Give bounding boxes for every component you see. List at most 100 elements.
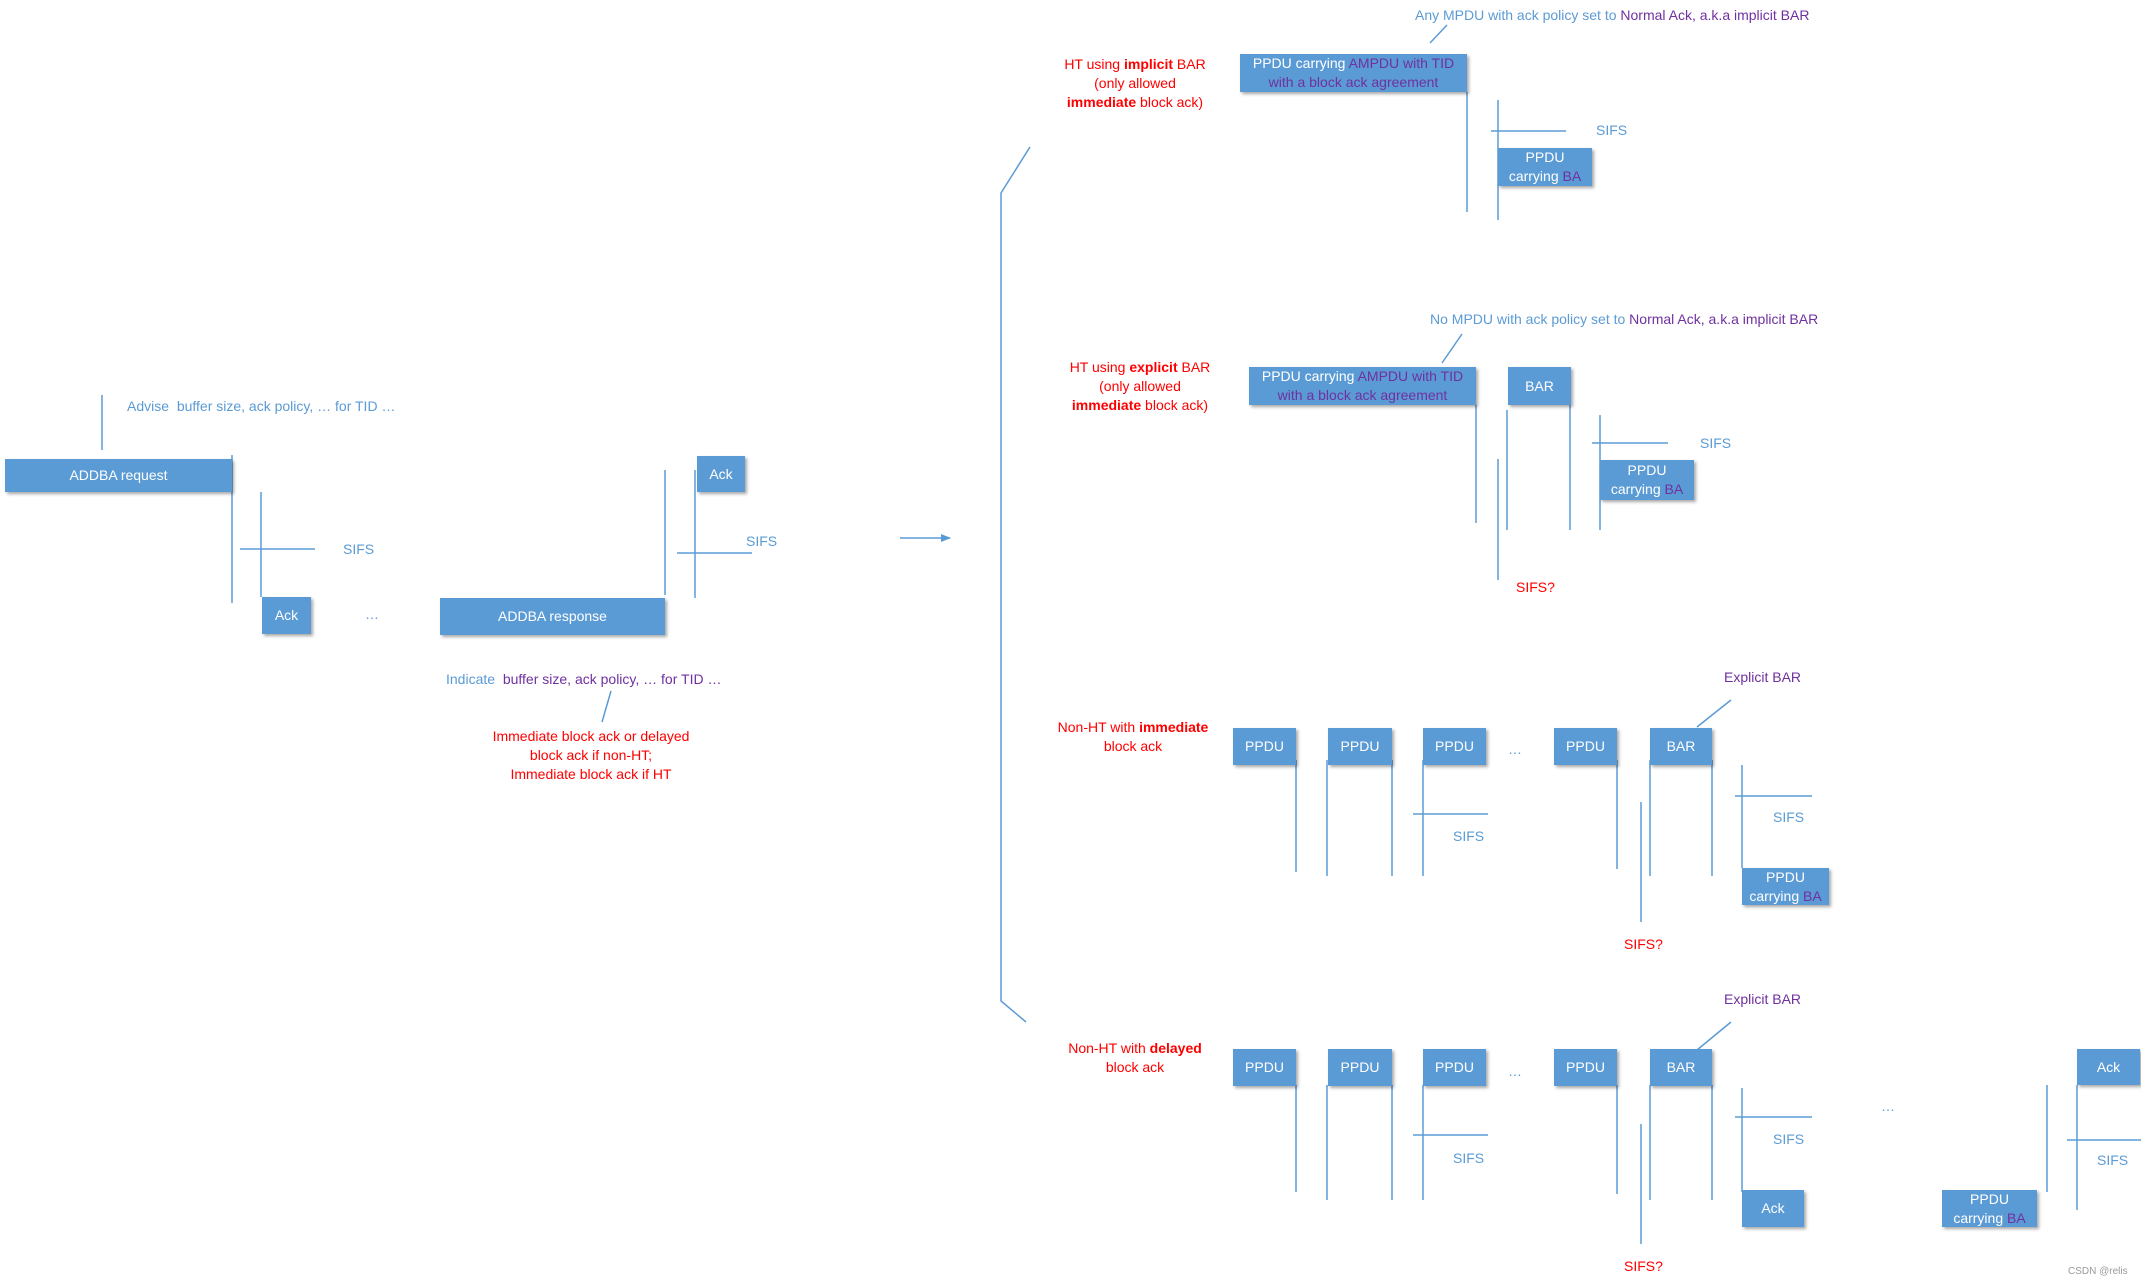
- ppdu-ba-box: PPDU carrying BA: [1742, 868, 1829, 905]
- sifs-question-label: SIFS?: [1516, 579, 1555, 595]
- note-line: Immediate block ack or delayed: [492, 728, 690, 744]
- label-text: (only allowed: [1094, 75, 1176, 91]
- box-highlight: BA: [1803, 887, 1822, 904]
- nonht-delayed-label: Non-HT with delayed block ack: [1040, 1039, 1230, 1077]
- box-text: PPDU: [1970, 1190, 2009, 1207]
- box-text: BAR: [1525, 377, 1554, 394]
- advise-prefix: Advise: [127, 398, 170, 414]
- ppdu-ampdu-box: PPDU carrying AMPDU with TID with a bloc…: [1240, 54, 1467, 92]
- explicit-bar-note: Explicit BAR: [1724, 991, 1802, 1007]
- ack-box: Ack: [697, 456, 745, 492]
- ppdu-box: PPDU: [1554, 728, 1617, 765]
- sifs-label: SIFS: [343, 541, 375, 557]
- ppdu-box: PPDU: [1328, 1049, 1392, 1086]
- box-text: PPDU: [1340, 1059, 1380, 1075]
- box-highlight: BA: [2007, 1209, 2026, 1226]
- box-text: carrying: [1508, 168, 1563, 184]
- box-text: carrying: [1749, 887, 1803, 904]
- bar-box: BAR: [1650, 728, 1712, 765]
- label-text: block ack: [1105, 1059, 1165, 1075]
- box-highlight: with a block ack agreement: [1268, 74, 1439, 90]
- indicate-note: Indicate buffer size, ack policy, … for …: [446, 670, 721, 689]
- advise-note: Advise buffer size, ack policy, … for TI…: [127, 397, 395, 416]
- nonht-immediate-label: Non-HT with immediate block ack: [1038, 718, 1228, 756]
- label-bold: immediate: [1066, 94, 1137, 110]
- explicit-top-note: No MPDU with ack policy set to Normal Ac…: [1430, 310, 1818, 329]
- label-bold: immediate: [1139, 719, 1209, 735]
- ppdu-box: PPDU: [1328, 728, 1392, 765]
- addba-request-box: ADDBA request: [5, 459, 232, 492]
- box-highlight: BA: [1664, 481, 1684, 497]
- ack-box: Ack: [262, 597, 311, 634]
- sifs-label: SIFS: [1700, 435, 1732, 451]
- label-bold: implicit: [1123, 56, 1173, 72]
- ellipsis: …: [365, 606, 379, 622]
- ack-label: Ack: [709, 465, 733, 482]
- box-highlight: AMPDU with TID: [1357, 368, 1464, 384]
- label-bold: explicit: [1129, 359, 1178, 375]
- sifs-question-label: SIFS?: [1624, 1258, 1663, 1274]
- ppdu-box: PPDU: [1423, 1049, 1486, 1086]
- sifs-label: SIFS: [1453, 828, 1485, 844]
- ppdu-ampdu-box: PPDU carrying AMPDU with TID with a bloc…: [1249, 367, 1476, 405]
- sifs-label: SIFS: [1596, 122, 1628, 138]
- ellipsis: …: [1508, 1063, 1522, 1079]
- sifs-label: SIFS: [1773, 809, 1805, 825]
- implicit-top-note: Any MPDU with ack policy set to Normal A…: [1415, 6, 1809, 25]
- box-text: PPDU: [1245, 1059, 1284, 1075]
- box-text: PPDU: [1435, 1059, 1474, 1075]
- ack-label: Ack: [274, 607, 299, 623]
- ellipsis: …: [1881, 1098, 1895, 1114]
- ppdu-box: PPDU: [1423, 728, 1486, 765]
- ack-box: Ack: [1742, 1190, 1804, 1227]
- box-text: carrying: [1610, 481, 1665, 497]
- box-text: PPDU: [1435, 738, 1474, 754]
- addba-request-label: ADDBA request: [69, 467, 168, 483]
- ellipsis: …: [1508, 741, 1522, 757]
- label-text: HT using: [1064, 56, 1124, 72]
- ack-box: Ack: [2077, 1049, 2140, 1085]
- bar-box: BAR: [1508, 367, 1571, 405]
- box-text: PPDU: [1566, 738, 1605, 754]
- box-text: PPDU: [1566, 1059, 1605, 1075]
- sifs-question-label: SIFS?: [1624, 936, 1663, 952]
- ppdu-box: PPDU: [1554, 1049, 1617, 1086]
- ppdu-ba-box: PPDU carrying BA: [1498, 148, 1592, 186]
- box-text: PPDU: [1245, 738, 1284, 754]
- label-text: Non-HT with: [1068, 1040, 1150, 1056]
- note-line: block ack if non-HT;: [529, 747, 653, 763]
- label-bold: delayed: [1149, 1040, 1202, 1056]
- bar-box: BAR: [1650, 1049, 1712, 1086]
- box-text: BAR: [1666, 1059, 1696, 1075]
- addba-response-box: ADDBA response: [440, 598, 665, 635]
- ppdu-ba-box: PPDU carrying BA: [1942, 1190, 2037, 1227]
- ppdu-box: PPDU: [1233, 1049, 1296, 1086]
- label-text: Non-HT with: [1057, 719, 1140, 735]
- note-line: Immediate block ack if HT: [510, 766, 672, 782]
- indicate-text: buffer size, ack policy, … for TID …: [502, 671, 722, 687]
- box-text: PPDU: [1525, 149, 1565, 165]
- label-text: block ack): [1136, 94, 1204, 110]
- note-highlight: Normal Ack, a.k.a implicit BAR: [1629, 311, 1819, 327]
- explicit-bar-label: HT using explicit BAR (only allowed imme…: [1025, 358, 1255, 415]
- box-highlight: with a block ack agreement: [1277, 387, 1448, 403]
- label-bold: immediate: [1071, 397, 1142, 413]
- indicate-prefix: Indicate: [446, 671, 496, 687]
- label-text: BAR: [1173, 56, 1206, 72]
- label-text: block ack: [1103, 738, 1163, 754]
- box-text: carrying: [1953, 1209, 2007, 1226]
- box-text: PPDU: [1627, 462, 1667, 478]
- box-text: PPDU carrying: [1252, 55, 1349, 71]
- explicit-bar-note: Explicit BAR: [1724, 669, 1802, 685]
- note-text: Any MPDU with ack policy set to: [1415, 7, 1621, 23]
- note-highlight: Normal Ack, a.k.a implicit BAR: [1620, 7, 1810, 23]
- box-text: Ack: [2096, 1058, 2121, 1075]
- block-ack-note: Immediate block ack or delayed block ack…: [470, 727, 712, 784]
- box-text: BAR: [1666, 738, 1696, 754]
- sifs-label: SIFS: [1773, 1131, 1805, 1147]
- addba-response-label: ADDBA response: [498, 608, 607, 624]
- note-text: No MPDU with ack policy set to: [1430, 311, 1630, 327]
- advise-text: buffer size, ack policy, … for TID …: [176, 398, 396, 414]
